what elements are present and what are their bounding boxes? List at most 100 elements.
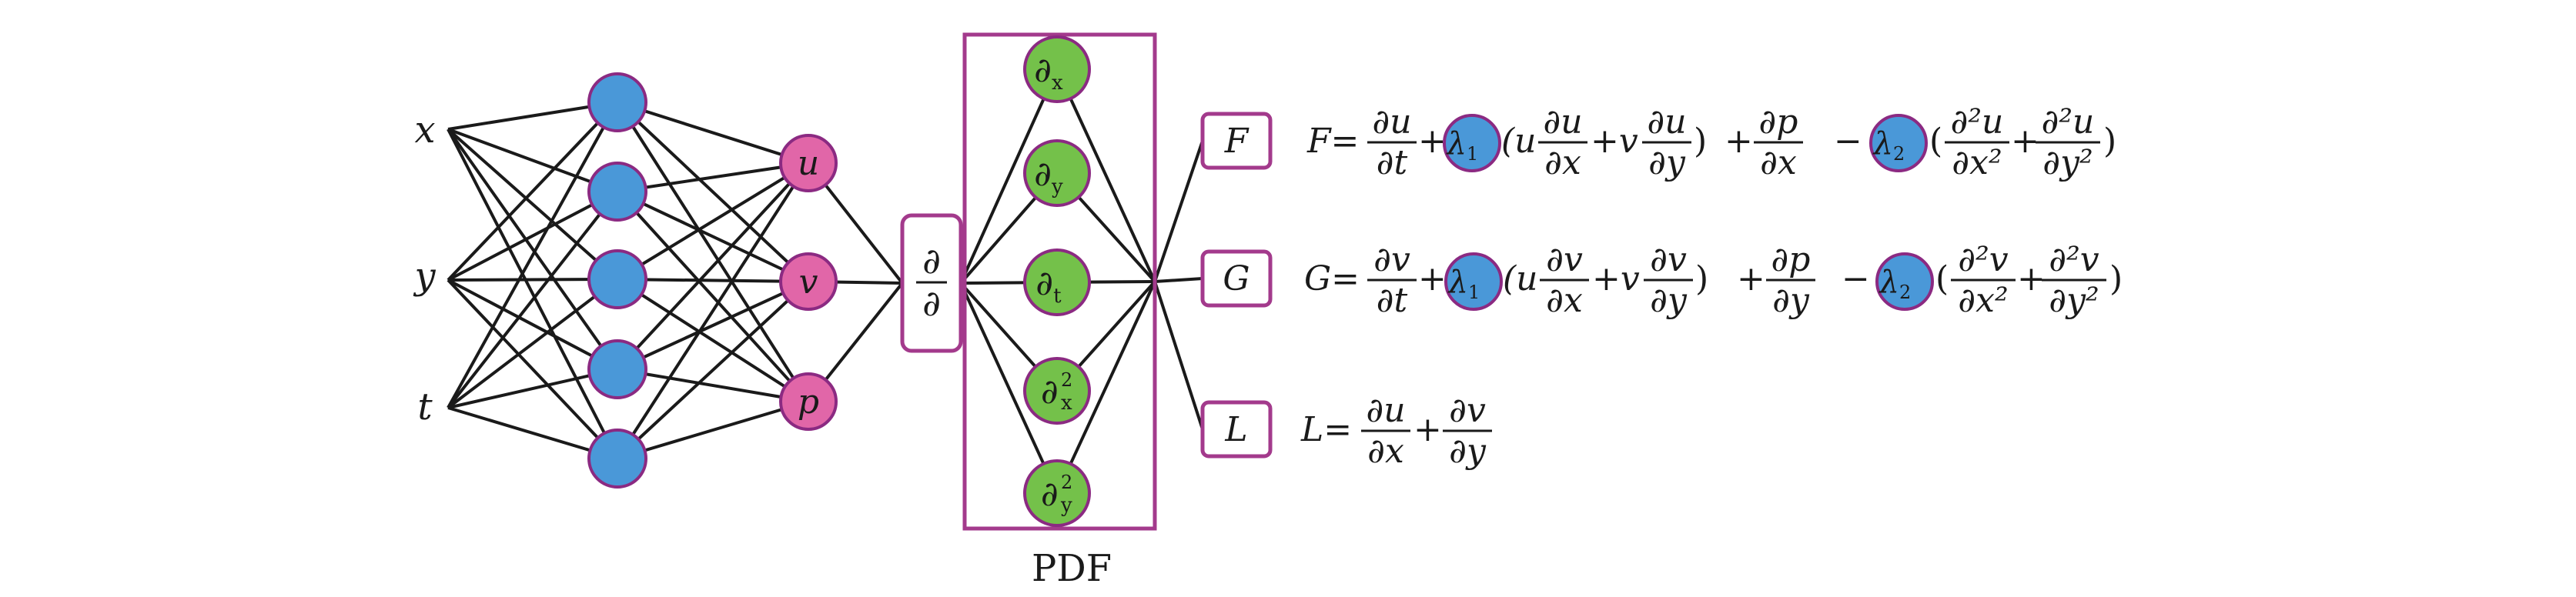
output-v-label: v xyxy=(799,262,818,302)
residual-box-L-label: L xyxy=(1224,410,1247,449)
eq-F-plus: + xyxy=(1418,122,1447,161)
eq-G-lhs: G= xyxy=(1304,259,1360,298)
eq-G-t1-num: ∂v xyxy=(1373,240,1410,279)
edge-hidden-0-output-2 xyxy=(616,101,810,403)
equation-F: F= ∂u ∂t + λ1 (u ∂u ∂x +v ∂u ∂y ) + ∂p ∂… xyxy=(1306,102,2116,182)
eq-F-plus2: + xyxy=(1725,122,1753,161)
edge-hidden-3-output-2 xyxy=(617,368,809,403)
edge-derivative-pdf-4 xyxy=(959,282,1059,494)
equation-L: L= ∂u ∂x + ∂v ∂y xyxy=(1300,391,1492,471)
residual-box-G xyxy=(1200,249,1273,308)
edge-hub-L xyxy=(1153,281,1204,430)
eq-L-t2-den: ∂y xyxy=(1449,432,1487,471)
pdf-node-dx2 xyxy=(1023,357,1091,425)
eq-F-t6-den: ∂y² xyxy=(2042,143,2093,182)
output-node-u xyxy=(779,134,838,192)
edge-hidden-1-output-2 xyxy=(616,190,810,403)
pdf-node-dy2 xyxy=(1023,459,1091,527)
eq-G-open: (u xyxy=(1503,259,1538,298)
eq-G-mid: +v xyxy=(1592,259,1640,298)
eq-G-lambda2: λ2 xyxy=(1878,265,1912,303)
output-node-v xyxy=(779,252,838,311)
eq-G-t3-den: ∂y xyxy=(1650,281,1688,320)
residual-box-F-label: F xyxy=(1224,122,1250,161)
eq-F-t5-den: ∂x² xyxy=(1952,143,2002,182)
edge-input-1-hidden-4 xyxy=(447,278,619,460)
edge-input-0-hidden-1 xyxy=(447,128,618,193)
edge-input-1-hidden-3 xyxy=(447,278,618,371)
pdf-node-dy2-label: ∂ xyxy=(1041,475,1059,514)
edge-input-0-hidden-4 xyxy=(447,128,619,459)
equation-G: G= ∂v ∂t + λ1 (u ∂v ∂x +v ∂v ∂y ) + ∂p ∂… xyxy=(1304,240,2123,320)
pdf-node-dt xyxy=(1023,248,1091,316)
edge-input-1-hidden-1 xyxy=(447,190,618,282)
edge-derivative-pdf-0 xyxy=(959,68,1059,284)
eq-L-plus: + xyxy=(1413,410,1442,449)
pdf-node-dx xyxy=(1023,35,1091,103)
edge-hub-F xyxy=(1153,140,1204,282)
pdf-box xyxy=(962,32,1157,531)
eq-F-t1-num: ∂u xyxy=(1372,102,1411,142)
edge-hidden-4-output-1 xyxy=(616,280,810,460)
eq-G-plus: + xyxy=(1418,259,1447,298)
edge-input-2-hidden-2 xyxy=(447,278,619,409)
edge-hidden-1-output-1 xyxy=(617,190,809,283)
hidden-neuron-1-4 xyxy=(587,339,647,399)
eq-G-t2-den: ∂x xyxy=(1546,281,1583,320)
hidden-neuron-1-5 xyxy=(587,429,647,489)
pdf-node-dy-label: ∂y xyxy=(1034,155,1063,198)
edge-input-2-hidden-0 xyxy=(447,102,619,409)
lambda1-node-G xyxy=(1444,252,1503,311)
pdf-node-dx2-sub: x xyxy=(1061,392,1072,415)
lambda2-node-F xyxy=(1869,114,1928,172)
eq-G-close: ) xyxy=(1695,259,1708,298)
edge-hidden-2-output-2 xyxy=(616,278,810,403)
residual-box-F xyxy=(1200,112,1273,170)
edge-hidden-0-output-0 xyxy=(617,101,809,165)
eq-G-t4-num: ∂p xyxy=(1771,240,1811,279)
residual-box-L xyxy=(1200,400,1273,459)
eq-G-lambda1: λ1 xyxy=(1447,265,1480,303)
eq-F-plus3: + xyxy=(2011,122,2039,161)
input-x-label: x xyxy=(414,108,435,152)
edge-hidden-4-output-0 xyxy=(616,162,810,460)
eq-F-t2-num: ∂u xyxy=(1543,102,1582,142)
hidden-neuron-1-2 xyxy=(587,162,647,222)
input-t-label: t xyxy=(417,385,433,429)
eq-L-t1-num: ∂u xyxy=(1366,391,1405,430)
edge-input-0-hidden-3 xyxy=(447,128,619,371)
eq-F-t4-den: ∂x xyxy=(1760,143,1797,182)
edge-hidden-4-output-2 xyxy=(617,400,809,460)
hidden-neuron-1-1 xyxy=(587,72,647,132)
eq-F-open: (u xyxy=(1501,122,1537,161)
eq-L-lhs: L= xyxy=(1300,410,1352,449)
eq-L-t2-num: ∂v xyxy=(1449,391,1486,430)
eq-G-open2: ( xyxy=(1935,259,1949,298)
eq-G-t6-den: ∂y² xyxy=(2049,281,2099,320)
eq-G-t2-num: ∂v xyxy=(1546,240,1583,279)
eq-G-plus2: + xyxy=(1737,259,1765,298)
residual-box-G-label: G xyxy=(1223,259,1250,298)
edge-input-1-hidden-0 xyxy=(447,101,619,282)
edge-hidden-3-output-1 xyxy=(617,280,809,371)
pdf-node-dy2-sub: y xyxy=(1060,494,1072,517)
output-u-label: u xyxy=(798,144,819,183)
eq-F-mid: +v xyxy=(1591,122,1638,161)
pdf-node-dy2-sup: 2 xyxy=(1061,472,1072,493)
eq-F-t3-den: ∂y xyxy=(1648,143,1686,182)
eq-G-minus: − xyxy=(1842,259,1870,298)
pdf-node-dx2-label: ∂ xyxy=(1041,372,1059,412)
eq-L-t1-den: ∂x xyxy=(1367,432,1404,471)
input-y-label: y xyxy=(413,255,436,298)
eq-G-t3-num: ∂v xyxy=(1650,240,1687,279)
edge-hub-G xyxy=(1154,277,1203,283)
eq-G-t1-den: ∂t xyxy=(1377,281,1408,320)
pdf-node-dy xyxy=(1023,139,1091,207)
eq-F-t3-num: ∂u xyxy=(1647,102,1686,142)
eq-F-t4-num: ∂p xyxy=(1759,102,1798,142)
edge-input-0-hidden-2 xyxy=(447,128,619,281)
eq-G-close2: ) xyxy=(2109,259,2123,298)
eq-G-t6-num: ∂²v xyxy=(2049,240,2099,279)
eq-F-lambda1: λ1 xyxy=(1446,126,1479,165)
